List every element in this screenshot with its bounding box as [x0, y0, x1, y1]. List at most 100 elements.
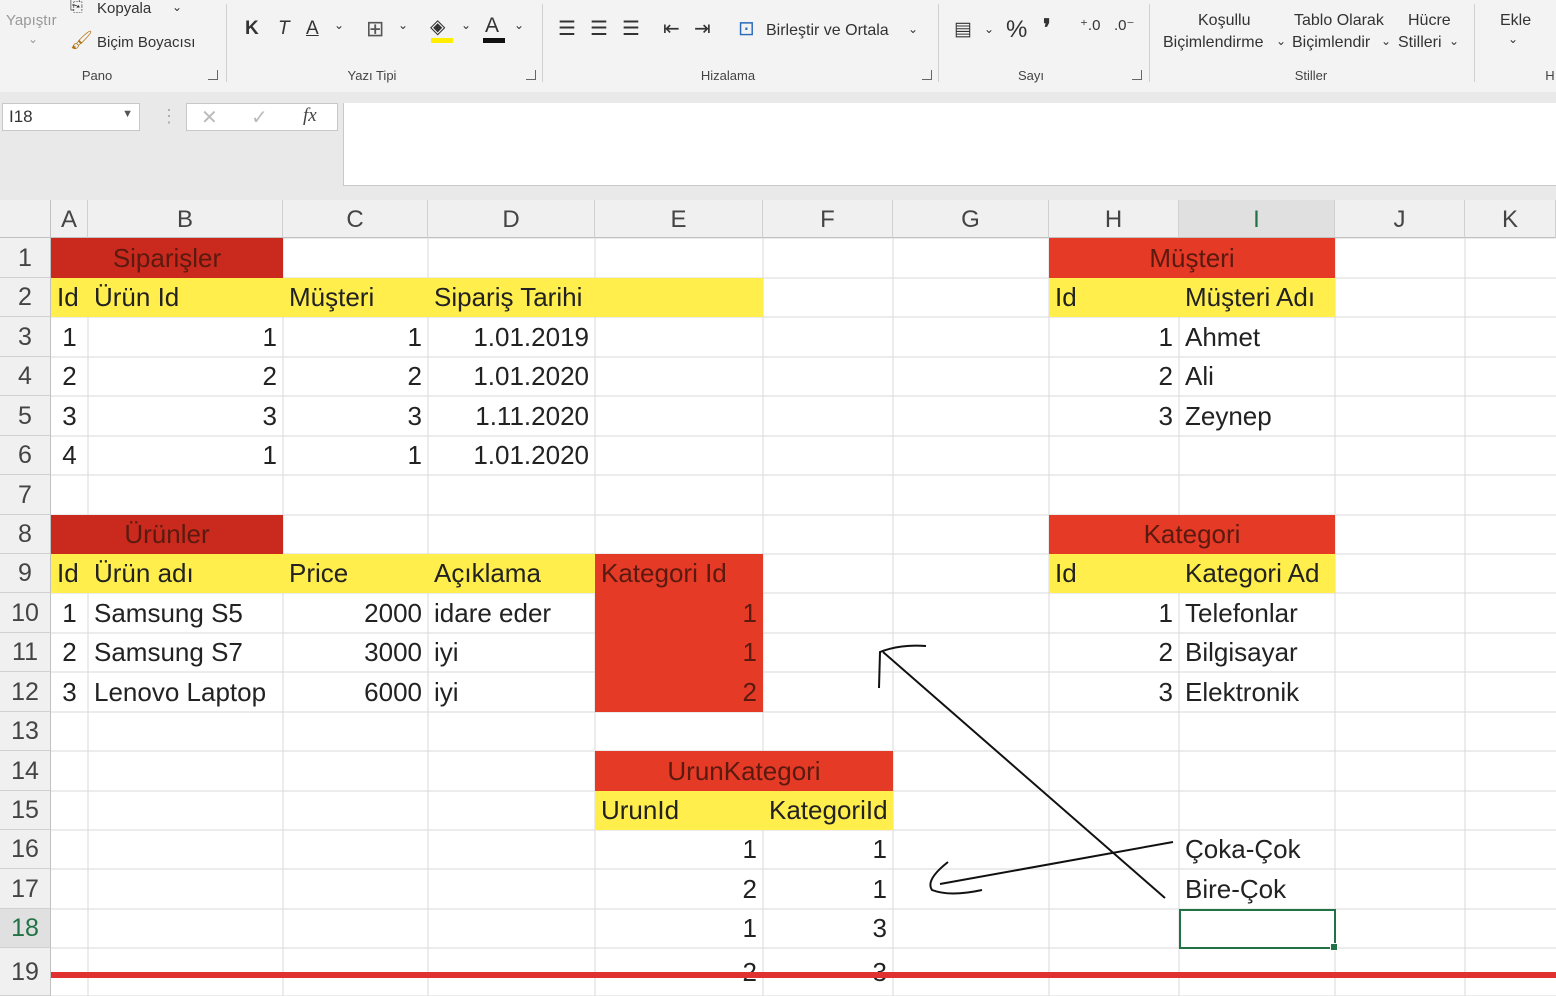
row-header-2[interactable]: 2: [0, 278, 51, 317]
table-cell[interactable]: 1: [595, 633, 763, 672]
borders-icon[interactable]: ⊞: [366, 16, 385, 41]
chevron-down-icon[interactable]: ⌄: [1276, 34, 1287, 48]
table-cell[interactable]: 6000: [364, 677, 422, 707]
column-header-e[interactable]: E: [595, 200, 763, 238]
drag-handle-icon[interactable]: ⋮: [160, 106, 178, 126]
row-header-16[interactable]: 16: [0, 830, 51, 869]
name-box[interactable]: I18 ▼: [2, 103, 140, 131]
table-cell[interactable]: 2: [262, 361, 277, 391]
table-cell[interactable]: 1: [595, 593, 763, 633]
table-cell[interactable]: Elektronik: [1185, 677, 1300, 707]
column-label[interactable]: Ürün adı: [88, 554, 283, 593]
chevron-down-icon[interactable]: ⌄: [984, 22, 995, 36]
row-header-8[interactable]: 8: [0, 515, 51, 554]
table-cell[interactable]: Ahmet: [1185, 322, 1261, 352]
column-header-a[interactable]: A: [51, 200, 88, 238]
row-header-1[interactable]: 1: [0, 238, 51, 278]
accounting-format-icon[interactable]: ▤: [954, 19, 972, 40]
select-all-corner[interactable]: [0, 200, 51, 238]
table-cell[interactable]: 1: [62, 598, 77, 628]
table-cell[interactable]: 1.01.2019: [473, 322, 589, 352]
row-header-4[interactable]: 4: [0, 357, 51, 396]
table-cell[interactable]: 2000: [364, 598, 422, 628]
table-cell[interactable]: 2: [1158, 361, 1173, 391]
table-cell[interactable]: 3: [1158, 401, 1173, 431]
row-header-12[interactable]: 12: [0, 672, 51, 712]
increase-decimal-icon[interactable]: ⁺.0: [1080, 17, 1101, 34]
row-header-11[interactable]: 11: [0, 633, 51, 672]
conditional-formatting-label-1[interactable]: Koşullu: [1198, 12, 1251, 29]
column-label[interactable]: Id: [1049, 554, 1179, 593]
table-title-kategori[interactable]: Kategori: [1049, 515, 1335, 554]
column-header-g[interactable]: G: [893, 200, 1049, 238]
chevron-down-icon[interactable]: ⌄: [1449, 34, 1460, 48]
underline-button[interactable]: A: [306, 18, 319, 39]
table-cell[interactable]: 1: [407, 440, 422, 470]
column-label[interactable]: Id: [51, 278, 88, 317]
table-cell[interactable]: idare eder: [434, 598, 552, 628]
increase-indent-icon[interactable]: ⇥: [694, 18, 711, 40]
row-header-17[interactable]: 17: [0, 869, 51, 909]
row-header-7[interactable]: 7: [0, 475, 51, 515]
fill-color-icon[interactable]: ◈: [430, 16, 446, 38]
merge-center-button[interactable]: Birleştir ve Ortala: [766, 22, 889, 39]
column-label[interactable]: Price: [283, 554, 428, 593]
align-right-icon[interactable]: ☰: [622, 18, 640, 40]
table-title-musteri[interactable]: Müşteri: [1049, 238, 1335, 278]
table-cell[interactable]: 3000: [364, 637, 422, 667]
row-header-15[interactable]: 15: [0, 791, 51, 830]
table-cell[interactable]: 4: [62, 440, 77, 470]
dialog-launcher-icon[interactable]: [922, 70, 932, 80]
row-header-3[interactable]: 3: [0, 317, 51, 357]
merge-center-icon[interactable]: ⊡: [738, 18, 755, 40]
column-header-d[interactable]: D: [428, 200, 595, 238]
column-label[interactable]: Id: [51, 554, 88, 593]
align-center-icon[interactable]: ☰: [590, 18, 608, 40]
column-label[interactable]: Id: [1049, 278, 1179, 317]
format-as-table-label-1[interactable]: Tablo Olarak: [1294, 12, 1384, 29]
bold-button[interactable]: K: [245, 18, 259, 39]
column-header-b[interactable]: B: [88, 200, 283, 238]
row-header-9[interactable]: 9: [0, 554, 51, 593]
table-cell[interactable]: 2: [62, 361, 77, 391]
font-color-button[interactable]: A: [485, 14, 500, 37]
table-cell[interactable]: 2: [62, 637, 77, 667]
row-header-13[interactable]: 13: [0, 712, 51, 751]
table-cell[interactable]: 1: [742, 913, 757, 943]
table-cell[interactable]: 3: [62, 677, 77, 707]
row-header-14[interactable]: 14: [0, 751, 51, 791]
note-one-to-many[interactable]: Bire-Çok: [1185, 874, 1287, 904]
column-label[interactable]: Kategori Id: [595, 554, 763, 593]
table-cell[interactable]: Samsung S5: [94, 598, 243, 628]
column-header-f[interactable]: F: [763, 200, 893, 238]
table-cell[interactable]: 1.11.2020: [475, 401, 589, 431]
table-title-urunkategori[interactable]: UrunKategori: [595, 751, 893, 791]
chevron-down-icon[interactable]: ⌄: [1381, 34, 1392, 48]
column-label[interactable]: Sipariş Tarihi: [428, 278, 595, 317]
note-many-to-many[interactable]: Çoka-Çok: [1185, 834, 1301, 864]
row-header-5[interactable]: 5: [0, 396, 51, 436]
table-cell[interactable]: Ali: [1185, 361, 1214, 391]
dialog-launcher-icon[interactable]: [526, 70, 536, 80]
table-cell[interactable]: 1: [872, 834, 887, 864]
table-cell[interactable]: Telefonlar: [1185, 598, 1298, 628]
table-cell[interactable]: 1: [262, 440, 277, 470]
chevron-down-icon[interactable]: ⌄: [334, 18, 345, 32]
chevron-down-icon[interactable]: ⌄: [908, 22, 919, 36]
formula-input[interactable]: [343, 103, 1556, 186]
table-cell[interactable]: Zeynep: [1185, 401, 1272, 431]
column-header-i[interactable]: I: [1179, 200, 1335, 238]
row-header-18[interactable]: 18: [0, 909, 51, 948]
table-cell[interactable]: Lenovo Laptop: [94, 677, 267, 707]
format-painter-button[interactable]: Biçim Boyacısı: [97, 34, 196, 51]
chevron-down-icon[interactable]: ⌄: [514, 18, 525, 32]
table-cell[interactable]: iyi: [434, 677, 459, 707]
table-cell[interactable]: 1: [742, 834, 757, 864]
decrease-indent-icon[interactable]: ⇤: [663, 18, 680, 40]
table-cell[interactable]: 2: [407, 361, 422, 391]
table-cell[interactable]: 2: [1158, 637, 1173, 667]
table-cell[interactable]: 1.01.2020: [473, 440, 589, 470]
dialog-launcher-icon[interactable]: [1132, 70, 1142, 80]
table-title-urunler[interactable]: Ürünler: [51, 515, 283, 554]
insert-function-button[interactable]: fx: [303, 105, 317, 126]
